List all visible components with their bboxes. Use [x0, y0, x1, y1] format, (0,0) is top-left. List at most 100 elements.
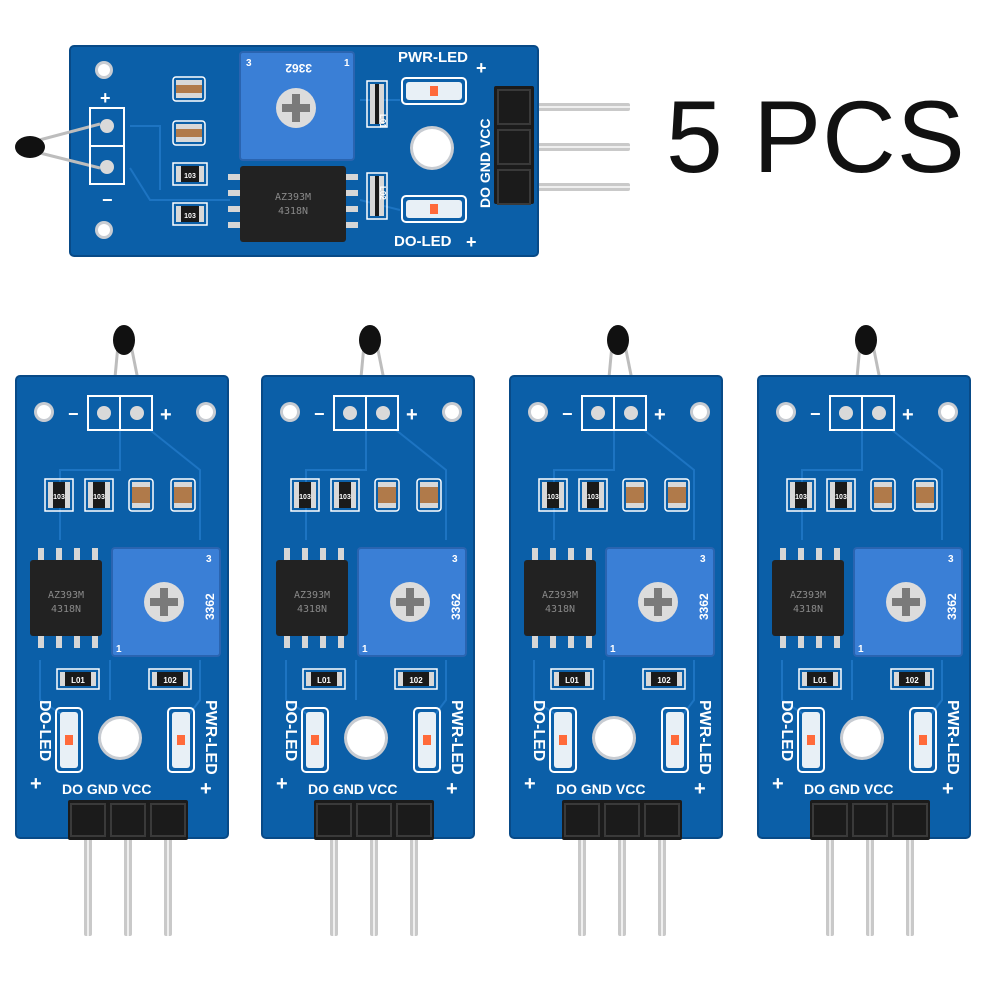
- chip-label: 4318N: [51, 604, 81, 615]
- minus-label: −: [68, 404, 79, 424]
- pin-labels: DO GND VCC: [556, 781, 645, 797]
- solder-pad: [130, 406, 144, 420]
- chip-label: AZ393M: [275, 192, 311, 203]
- resistor-102: [894, 672, 930, 686]
- plus-label: +: [100, 88, 111, 108]
- resistor-label: 103: [547, 494, 559, 501]
- resistor-label: 102: [163, 676, 177, 685]
- pin-header-icon: [68, 800, 188, 840]
- pin-header-icon: [810, 800, 930, 840]
- pot-pin-label: 1: [610, 644, 616, 655]
- solder-pad: [100, 160, 114, 174]
- resistor-label: L01: [378, 114, 387, 128]
- chip-icon: [240, 166, 346, 242]
- pot-pin-label: 1: [344, 58, 350, 69]
- mounting-hole: [843, 719, 881, 757]
- solder-pad: [591, 406, 605, 420]
- chip-label: AZ393M: [294, 590, 330, 601]
- pot-code-label: 3362: [449, 593, 463, 620]
- mounting-hole: [531, 405, 545, 419]
- plus-label: +: [160, 404, 172, 426]
- capacitor: [378, 482, 396, 508]
- thermistor-icon: [607, 325, 629, 355]
- mounting-hole: [693, 405, 707, 419]
- resistor-label: L02: [378, 186, 387, 200]
- pwr-led-label: PWR-LED: [202, 700, 219, 775]
- resistor-label: L01: [565, 676, 579, 685]
- chip-label: 4318N: [297, 604, 327, 615]
- plus-label: +: [772, 773, 784, 795]
- thermistor-icon: [113, 325, 135, 355]
- minus-label: −: [810, 404, 821, 424]
- pot-pin-label: 1: [858, 644, 864, 655]
- plus-label: +: [654, 404, 666, 426]
- resistor-label: 103: [587, 494, 599, 501]
- pot-pin-label: 1: [362, 644, 368, 655]
- pin-labels: DO GND VCC: [308, 781, 397, 797]
- resistor-103: [176, 166, 204, 182]
- resistor-103: [48, 482, 70, 508]
- pot-pin-label: 3: [452, 554, 458, 565]
- chip-label: 4318N: [278, 206, 308, 217]
- pin-header-icon: [314, 800, 434, 840]
- mounting-hole: [941, 405, 955, 419]
- resistor-102: [398, 672, 434, 686]
- capacitor: [626, 482, 644, 508]
- resistor-label: L01: [71, 676, 85, 685]
- resistor-label: 102: [409, 676, 423, 685]
- solder-pad: [839, 406, 853, 420]
- resistor-label: 103: [835, 494, 847, 501]
- resistor-103: [582, 482, 604, 508]
- quantity-caption: 5 PCS: [666, 80, 966, 194]
- plus-label: +: [30, 773, 42, 795]
- chip-label: AZ393M: [542, 590, 578, 601]
- solder-pad: [376, 406, 390, 420]
- chip-icon: [772, 560, 844, 636]
- resistor-l01: [802, 672, 838, 686]
- pwr-led-label: PWR-LED: [398, 49, 468, 66]
- solder-pad: [872, 406, 886, 420]
- minus-label: −: [102, 190, 113, 210]
- resistor-103: [334, 482, 356, 508]
- plus-label: +: [200, 778, 212, 800]
- resistor-103: [830, 482, 852, 508]
- capacitor: [132, 482, 150, 508]
- capacitor: [420, 482, 438, 508]
- pot-pin-label: 3: [246, 58, 252, 69]
- resistor-label: 103: [795, 494, 807, 501]
- pot-code-label: 3362: [203, 593, 217, 620]
- mounting-hole: [779, 405, 793, 419]
- resistor-label: 102: [905, 676, 919, 685]
- mounting-hole: [413, 129, 451, 167]
- plus-label: +: [942, 778, 954, 800]
- pin-labels: DO GND VCC: [477, 119, 493, 208]
- resistor-label: 103: [184, 213, 196, 220]
- chip-icon: [524, 560, 596, 636]
- plus-label: +: [446, 778, 458, 800]
- thermistor-icon: [855, 325, 877, 355]
- do-led-label: DO-LED: [778, 700, 795, 761]
- pot-pin-label: 3: [700, 554, 706, 565]
- pwr-led-label: PWR-LED: [696, 700, 713, 775]
- plus-label: +: [694, 778, 706, 800]
- chip-label: 4318N: [545, 604, 575, 615]
- resistor-label: 103: [53, 494, 65, 501]
- resistor-label: 103: [339, 494, 351, 501]
- pot-code-label: 3362: [945, 593, 959, 620]
- mounting-hole: [199, 405, 213, 419]
- resistor-103: [790, 482, 812, 508]
- pot-code-label: 3362: [285, 61, 312, 75]
- mounting-hole: [595, 719, 633, 757]
- pot-pin-label: 1: [116, 644, 122, 655]
- mounting-hole: [98, 224, 110, 236]
- resistor-103: [88, 482, 110, 508]
- do-led-label: DO-LED: [282, 700, 299, 761]
- mounting-hole: [37, 405, 51, 419]
- mounting-hole: [101, 719, 139, 757]
